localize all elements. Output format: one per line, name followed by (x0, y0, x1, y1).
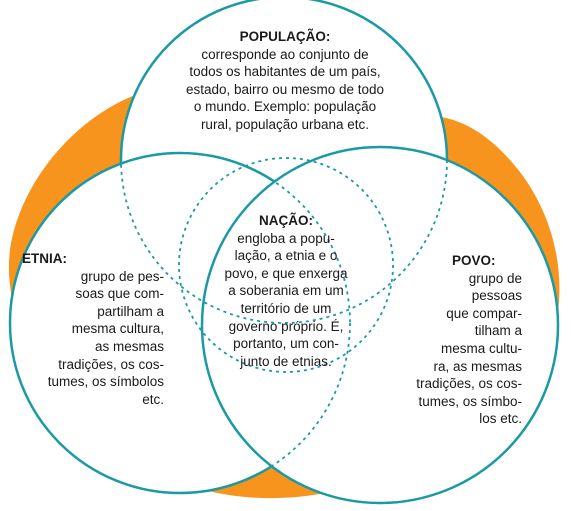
dashed-overlaps (9, 0, 448, 494)
povo-description: grupo de pessoas que compar- tilham a me… (416, 270, 522, 427)
solid-circles (8, 0, 560, 505)
etnia-text: ETNIA: grupo de pes- soas que com- parti… (22, 250, 164, 408)
nacao-description: engloba a popu- lação, a etnia e o povo,… (224, 230, 348, 369)
nacao-text: NAÇÃO: engloba a popu- lação, a etnia e … (196, 212, 376, 370)
nacao-title: NAÇÃO: (259, 213, 313, 228)
povo-title: POVO: (452, 253, 496, 268)
populacao-description: corresponde ao conjunto de todos os habi… (185, 46, 385, 132)
populacao-text: POPULAÇÃO: corresponde ao conjunto de to… (150, 28, 420, 134)
povo-text: POVO: grupo de pessoas que compar- tilha… (400, 252, 522, 428)
etnia-description: grupo de pes- soas que com- partilham a … (47, 268, 164, 407)
povo-circle (200, 145, 560, 505)
populacao-title: POPULAÇÃO: (239, 29, 331, 44)
etnia-title: ETNIA: (22, 251, 67, 266)
etnia-circle-dashed (9, 152, 351, 494)
populacao-circle-dashed (120, 0, 448, 324)
nacao-circle-dashed (178, 157, 394, 373)
